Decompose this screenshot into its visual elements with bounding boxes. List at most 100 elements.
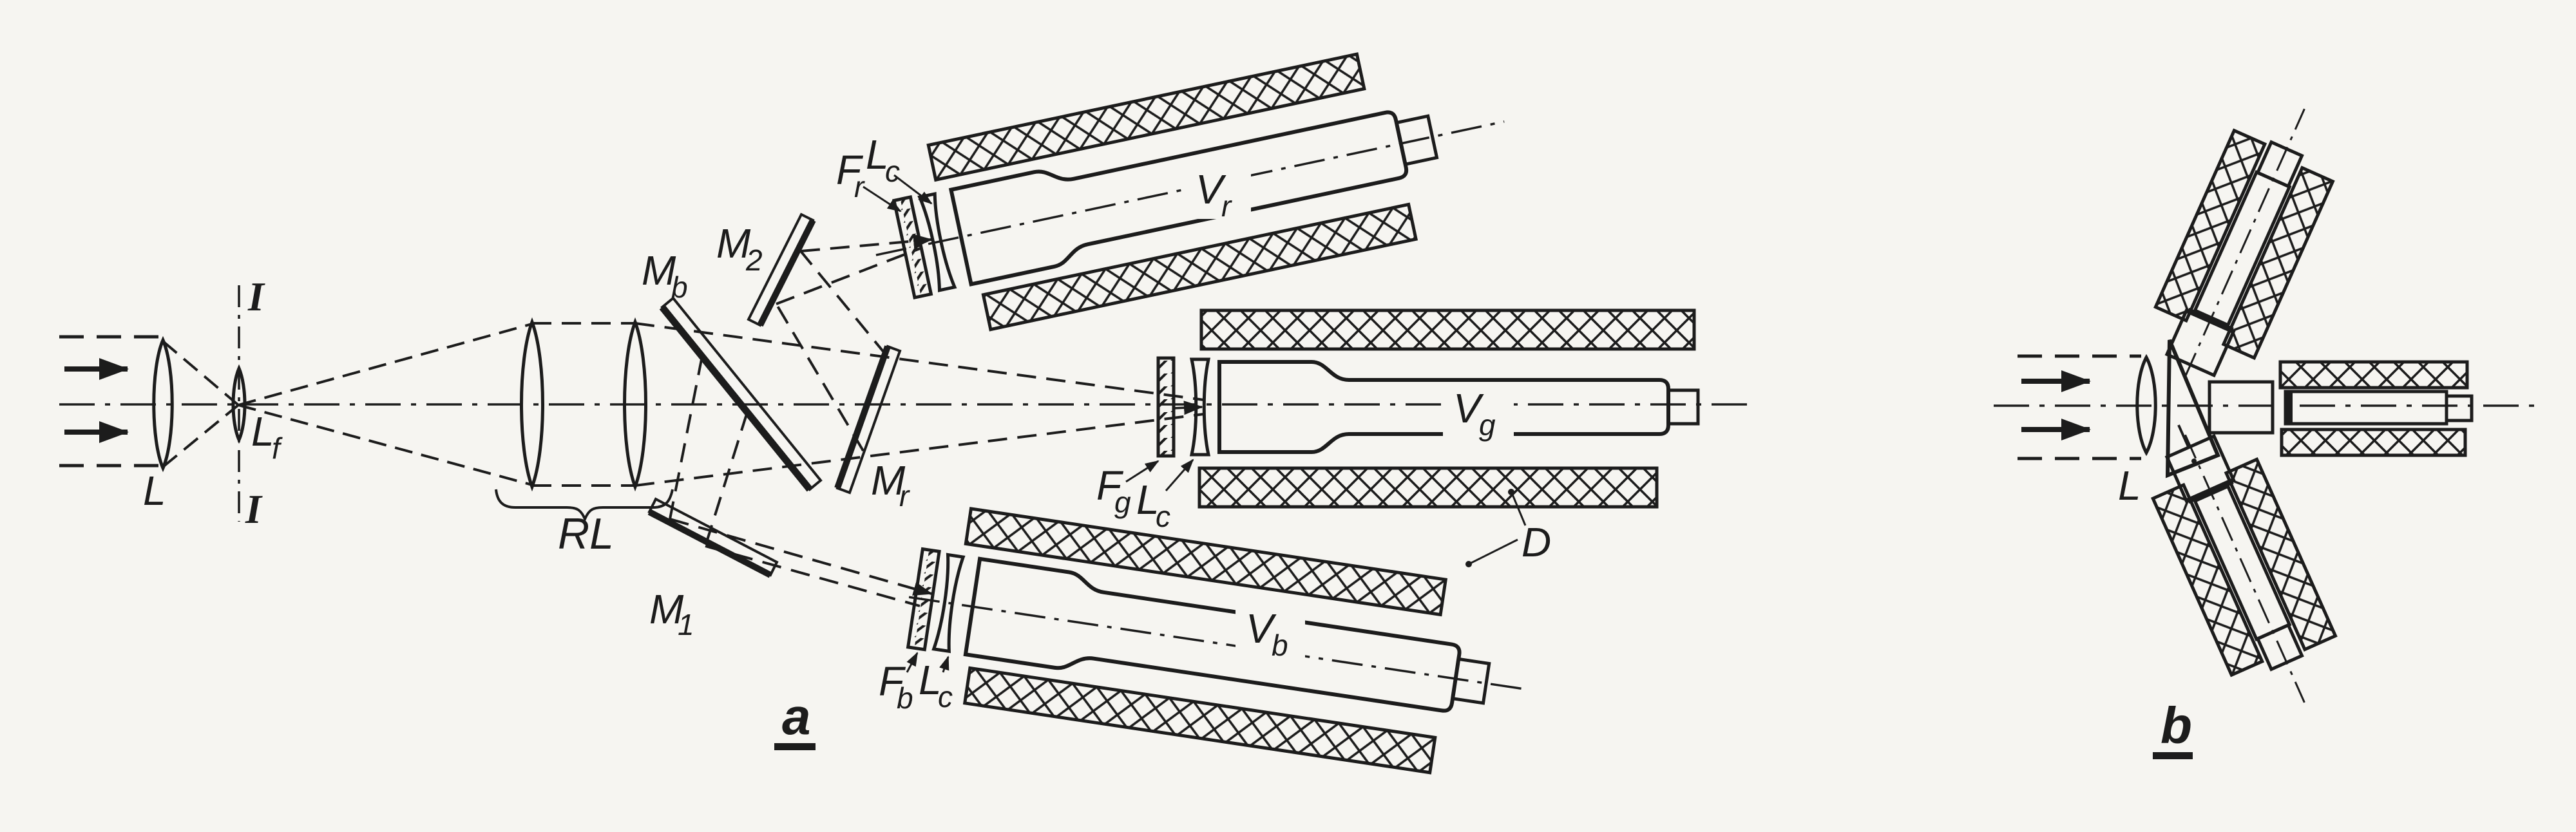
label-Fb: F: [879, 658, 906, 704]
label-Lc-r-sub: c: [885, 155, 900, 188]
label-Lc-g: L: [1136, 477, 1159, 523]
panel-a-letter: a: [782, 688, 811, 745]
label-Mb-sub: b: [671, 270, 688, 304]
coil-blue-bottom: [962, 666, 1437, 775]
leader-Fb: [906, 652, 919, 673]
leader-Fr: [863, 185, 902, 213]
tube-green-base-cap: [1666, 388, 1700, 426]
label-D: D: [1522, 519, 1551, 565]
tube-red-base-cap: [1394, 114, 1439, 167]
label-M1: M: [649, 586, 684, 632]
tube-blue-base-cap: [1451, 657, 1491, 705]
coil-green-top: [1199, 308, 1696, 351]
leader-Lc-r: [893, 174, 933, 205]
green-ray-bottom: [634, 413, 1205, 487]
label-RL: RL: [558, 509, 614, 558]
objective-lens-L-b: [2135, 354, 2157, 457]
panel-a: L I I L f RL M b: [59, 52, 1752, 775]
label-Vb-sub: b: [1272, 629, 1288, 662]
leader-Lc-g: [1165, 459, 1194, 491]
filter-red: [892, 195, 933, 299]
label-I-top: I: [247, 274, 265, 319]
leader-Fg: [1125, 460, 1159, 483]
tube-coupling-center: [2208, 380, 2275, 435]
label-L-b: L: [2118, 462, 2141, 509]
label-Vr-sub: r: [1221, 189, 1232, 223]
label-Vb: V: [1246, 605, 1277, 652]
label-Lc-b-sub: c: [938, 680, 953, 714]
label-Lc-r: L: [866, 131, 889, 178]
coil-red-top: [926, 52, 1366, 182]
label-Fg: F: [1096, 462, 1124, 509]
label-Lf-sub: f: [272, 431, 283, 465]
mirror-Mb: [659, 296, 823, 492]
mirror-M2: [747, 213, 816, 327]
field-lens-Lf: [231, 364, 247, 444]
coil-red-bottom: [981, 202, 1418, 332]
tube-assembly-green: [1156, 308, 1700, 509]
label-Fg-sub: g: [1114, 486, 1131, 519]
ray-cone: [162, 323, 533, 486]
tube-center-base-cap: [2445, 394, 2474, 422]
leader-D: [1465, 489, 1527, 567]
mirror-M1: [647, 497, 779, 578]
tube-lower-faceplate: [2186, 478, 2234, 504]
label-M2-sub: 2: [745, 243, 763, 277]
panel-b-letter: b: [2161, 697, 2192, 754]
camera-lens-green: [1189, 357, 1211, 457]
panel-b-underline: [2153, 752, 2193, 759]
tube-assembly-blue: [906, 507, 1529, 775]
tube-assembly-red: [875, 52, 1505, 332]
label-L: L: [143, 468, 166, 514]
coil-center-top: [2278, 360, 2469, 390]
coil-lower-right: [2224, 457, 2338, 652]
label-M2: M: [716, 220, 751, 267]
label-Lc-g-sub: c: [1156, 500, 1170, 533]
incoming-rays-a: [59, 335, 160, 468]
label-Fr: F: [836, 147, 864, 193]
tube-lower-base-cap: [2255, 623, 2304, 672]
coil-center-bottom: [2280, 428, 2467, 457]
filter-blue: [906, 547, 941, 652]
tube-assembly-b-center: [2208, 360, 2474, 457]
label-Vr: V: [1196, 166, 1226, 213]
label-Fr-sub: r: [854, 170, 865, 203]
label-Lc-b: L: [919, 657, 942, 703]
camera-tube-red: [948, 110, 1409, 287]
leader-Lc-b: [939, 656, 949, 673]
green-ray-top: [634, 322, 1205, 401]
camera-lens-blue: [931, 553, 966, 654]
coil-green-bottom: [1197, 466, 1659, 509]
label-I-bottom: I: [245, 486, 263, 532]
tube-upper-base-cap: [2255, 140, 2304, 189]
relay-lens-1: [520, 317, 544, 492]
coil-blue-top: [964, 507, 1448, 617]
tube-assembly-b-lower: [2150, 433, 2338, 703]
tube-upper-faceplate: [2186, 307, 2234, 334]
splitter-prism: [2165, 339, 2220, 478]
panel-b: L: [1994, 108, 2541, 759]
label-Vg-sub: g: [1479, 408, 1496, 442]
filter-green: [1156, 356, 1176, 458]
panel-a-underline: [774, 743, 816, 750]
objective-lens-L: [152, 336, 174, 473]
label-Mb: M: [642, 247, 676, 294]
tube-center: [2284, 390, 2448, 426]
incoming-rays-b: [2018, 354, 2141, 460]
label-Vg: V: [1453, 385, 1484, 431]
camera-lens-red: [917, 191, 957, 292]
label-M1-sub: 1: [678, 608, 694, 641]
label-Mr-sub: r: [899, 479, 910, 513]
tube-assembly-b-upper: [2153, 108, 2335, 378]
blue-ray-bundle: [669, 355, 933, 607]
coil-upper-left: [2153, 128, 2267, 323]
label-Mr: M: [871, 457, 906, 504]
label-Fb-sub: b: [897, 681, 913, 715]
red-ray-bundle: [775, 234, 933, 452]
mirror-Mr: [834, 345, 902, 495]
coil-upper-right: [2221, 165, 2335, 361]
relay-lens-brace: [495, 489, 674, 523]
coil-lower-left: [2150, 482, 2265, 677]
